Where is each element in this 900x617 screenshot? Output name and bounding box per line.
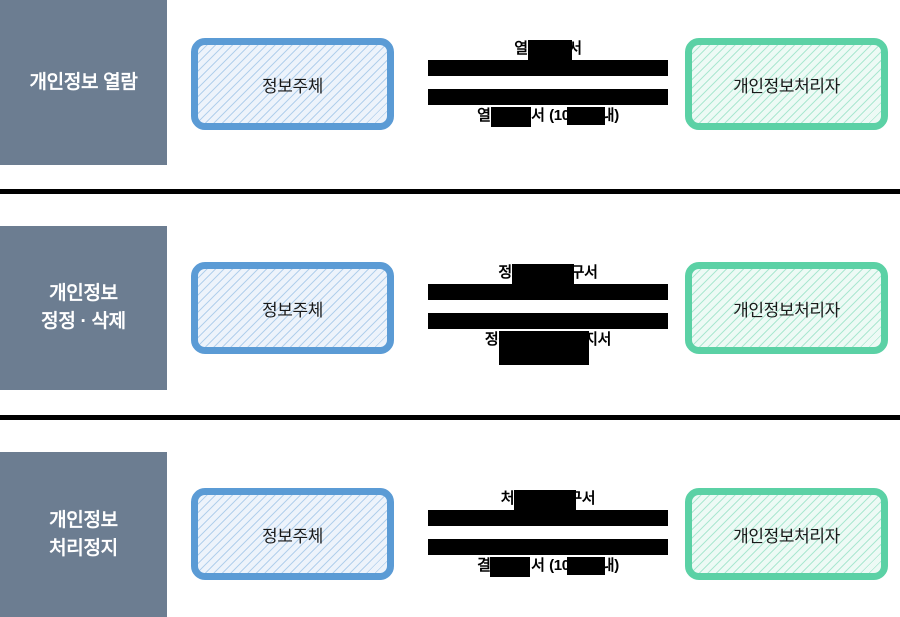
redaction-block-top-suspension (513, 490, 576, 510)
redaction-block-top-access (528, 40, 573, 60)
redaction-block-subcaption-suspension (567, 557, 606, 575)
flow-bottom-subcaption-suspension: (10일 이내) (549, 557, 619, 575)
entity-box-data-subject-access: 정보주체 (191, 38, 394, 130)
category-label-correction: 개인정보 정정 · 삭제 (41, 283, 126, 332)
flow-bottom-caption-wrap-correction: 정정·삭제결과통지서 (428, 331, 668, 365)
redaction-block-subcaption-access (567, 107, 606, 125)
flow-top-caption-wrap-suspension: 처리정지요구서 (428, 490, 668, 510)
flow-top-caption-wrap-correction: 정정·삭제요구서 (428, 264, 668, 284)
arrow-bar-request-access (428, 60, 668, 76)
category-label-suspension: 개인정보 처리정지 (49, 509, 118, 559)
section-row-suspension: 개인정보 처리정지 정보주체 처리정지요구서 결과통지서 (10일 이내) 개인… (0, 418, 900, 617)
arrow-bar-request-suspension (428, 510, 668, 526)
entity-label-data-subject: 정보주체 (262, 76, 323, 96)
entity-label-handler: 개인정보처리자 (733, 76, 840, 96)
arrow-bar-response-suspension (428, 539, 668, 555)
redaction-block-bottom-suspension (490, 557, 531, 577)
section-row-access: 개인정보 열람 정보주체 열람요구서 열람통지서 (10일 이내) 개인정보처리… (0, 0, 900, 192)
section-divider-1 (0, 189, 900, 194)
arrow-bar-spacer-suspension (428, 528, 668, 537)
redaction-block-bottom-access (491, 107, 532, 127)
category-panel-access: 개인정보 열람 (0, 0, 167, 165)
entity-label-handler: 개인정보처리자 (733, 300, 840, 320)
flow-top-caption-suspension: 처리정지요구서 (501, 490, 596, 510)
entity-box-handler-correction: 개인정보처리자 (685, 262, 888, 354)
flow-group-suspension: 처리정지요구서 결과통지서 (10일 이내) (428, 490, 668, 577)
entity-box-handler-suspension: 개인정보처리자 (685, 488, 888, 580)
flow-bottom-caption-suspension: 결과통지서 (477, 557, 545, 577)
entity-label-handler: 개인정보처리자 (733, 526, 840, 546)
entity-box-handler-access: 개인정보처리자 (685, 38, 888, 130)
flow-bottom-caption-access: 열람통지서 (477, 107, 545, 127)
flow-top-caption-correction: 정정·삭제요구서 (498, 264, 598, 284)
flow-bottom-subcaption-access: (10일 이내) (549, 107, 619, 125)
entity-box-data-subject-suspension: 정보주체 (191, 488, 394, 580)
entity-box-data-subject-correction: 정보주체 (191, 262, 394, 354)
flow-group-correction: 정정·삭제요구서 정정·삭제결과통지서 (428, 264, 668, 365)
section-divider-2 (0, 415, 900, 420)
flow-bottom-caption-wrap-suspension: 결과통지서 (10일 이내) (428, 557, 668, 577)
category-panel-correction: 개인정보 정정 · 삭제 (0, 226, 167, 390)
arrow-bar-spacer-access (428, 78, 668, 87)
flow-top-caption-wrap-access: 열람요구서 (428, 40, 668, 60)
flow-top-caption-access: 열람요구서 (514, 40, 582, 60)
flow-bottom-caption-wrap-access: 열람통지서 (10일 이내) (428, 107, 668, 127)
category-panel-suspension: 개인정보 처리정지 (0, 452, 167, 617)
section-row-correction: 개인정보 정정 · 삭제 정보주체 정정·삭제요구서 정정·삭제결과통지서 개인… (0, 192, 900, 418)
flow-bottom-caption-correction: 정정·삭제결과통지서 (485, 331, 611, 365)
redaction-block-bottom-correction (498, 331, 589, 365)
entity-label-data-subject: 정보주체 (262, 300, 323, 320)
entity-label-data-subject: 정보주체 (262, 526, 323, 546)
arrow-bar-request-correction (428, 284, 668, 300)
arrow-bar-response-access (428, 89, 668, 105)
category-label-access: 개인정보 열람 (29, 71, 138, 93)
flow-group-access: 열람요구서 열람통지서 (10일 이내) (428, 40, 668, 127)
redaction-block-top-correction (512, 264, 575, 284)
arrow-bar-response-correction (428, 313, 668, 329)
arrow-bar-spacer-correction (428, 302, 668, 311)
